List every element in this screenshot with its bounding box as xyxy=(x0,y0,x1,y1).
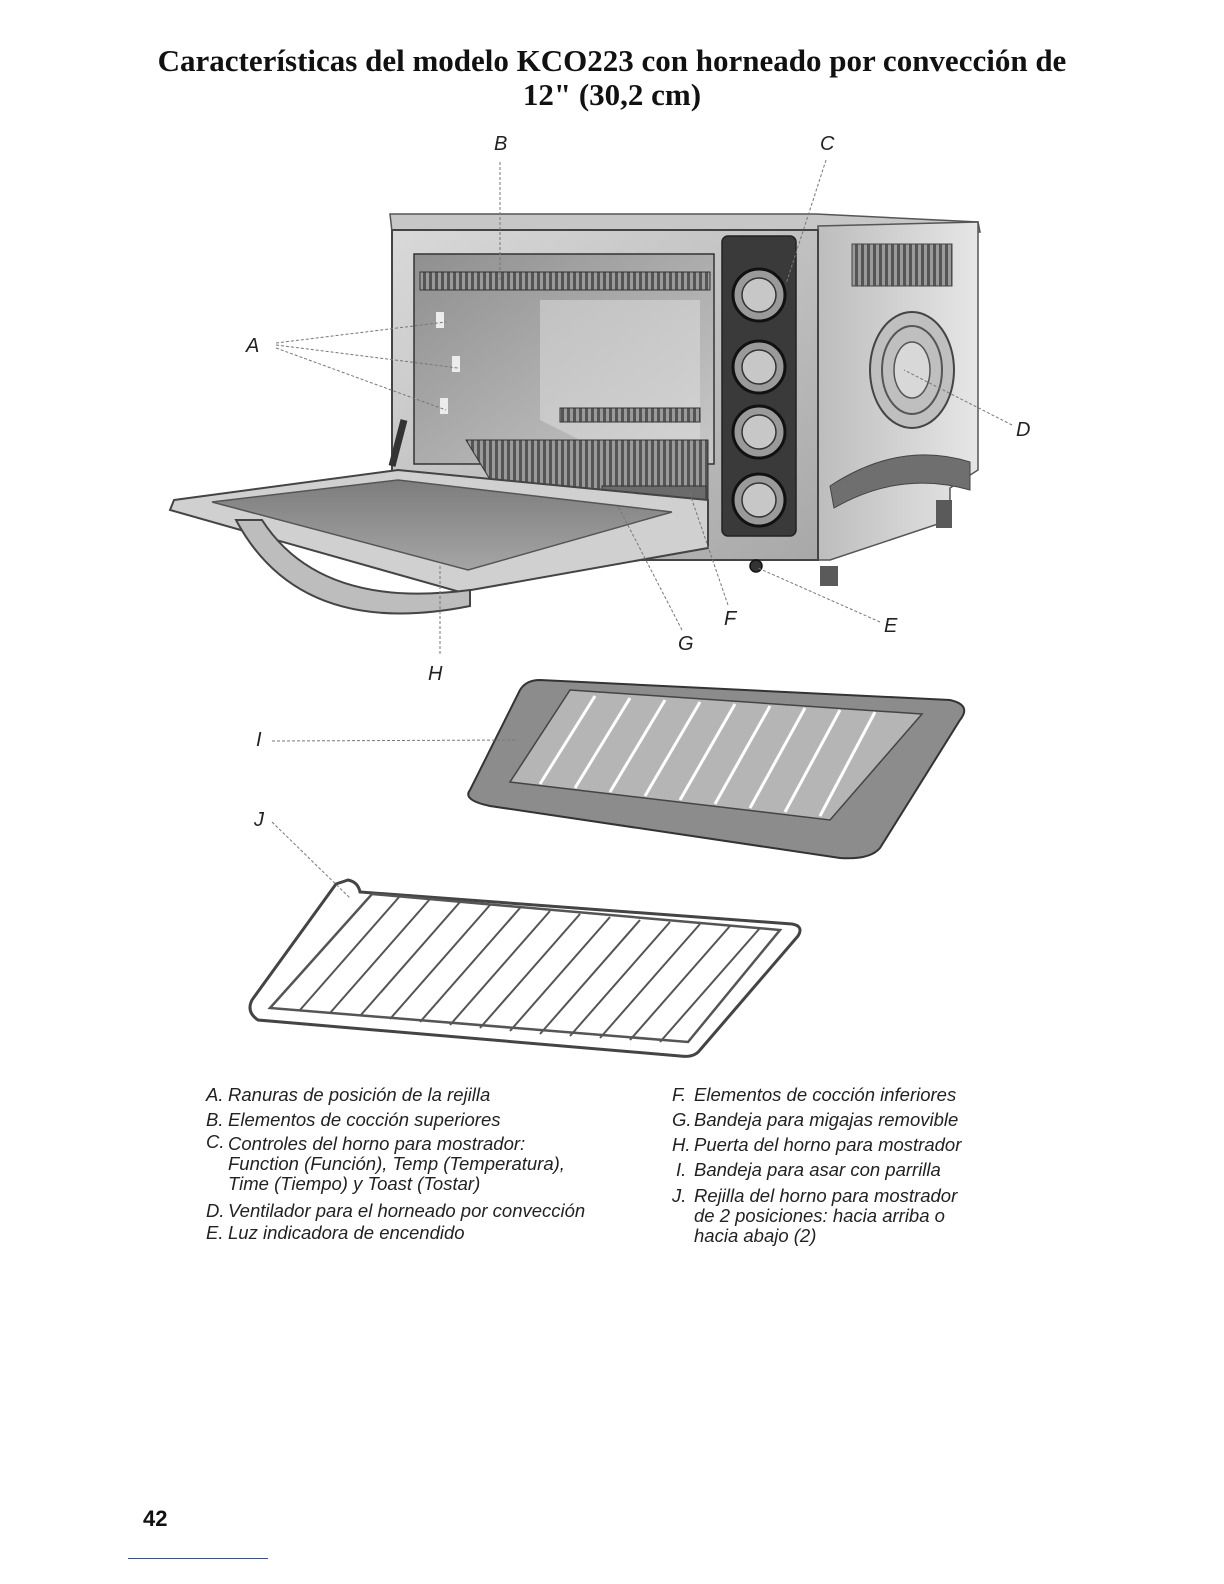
leader-lines xyxy=(271,159,1013,899)
rack-slot xyxy=(436,312,444,328)
power-light-icon xyxy=(749,559,763,573)
callout-f: F xyxy=(724,608,738,630)
oven-foot xyxy=(820,566,838,586)
callout-h: H xyxy=(428,663,443,685)
oven-illustration: B C A D E F G H I J xyxy=(168,133,1030,1058)
title-line-1: Características del modelo KCO223 con ho… xyxy=(157,43,1067,78)
callout-j: J xyxy=(253,809,265,831)
footer-rule xyxy=(128,1558,268,1559)
oven-foot xyxy=(936,500,952,528)
broiling-pan xyxy=(467,678,966,860)
legend-left: A. Ranuras de posición de la rejilla B. … xyxy=(206,1082,646,1243)
rack-slot xyxy=(452,356,460,372)
rack-slot xyxy=(440,398,448,414)
legend-item-a: A. Ranuras de posición de la rejilla xyxy=(206,1084,491,1105)
page-number: 42 xyxy=(143,1506,168,1531)
title-line-2: 12" (30,2 cm) xyxy=(522,77,702,112)
callout-c: C xyxy=(820,133,835,155)
wire-rack xyxy=(248,878,802,1058)
callout-e: E xyxy=(884,615,898,637)
legend-item-h: H. Puerta del horno para mostrador xyxy=(672,1134,962,1155)
callout-d: D xyxy=(1016,419,1030,441)
page-title: Características del modelo KCO223 con ho… xyxy=(0,44,1224,112)
legend-item-j: J. Rejilla del horno para mostrador de 2… xyxy=(672,1185,958,1246)
legend-item-g: G. Bandeja para migajas removible xyxy=(672,1109,959,1130)
callout-b: B xyxy=(494,133,507,155)
callout-a: A xyxy=(245,335,259,357)
control-knobs xyxy=(731,267,787,528)
convection-fan-icon xyxy=(869,311,955,429)
legend-right: F. Elementos de cocción inferiores G. Ba… xyxy=(672,1082,1012,1246)
door-handle xyxy=(234,519,471,615)
oven-door xyxy=(168,468,709,615)
legend-item-d: D. Ventilador para el horneado por conve… xyxy=(206,1200,586,1221)
callout-g: G xyxy=(678,633,694,655)
legend-item-b: B. Elementos de cocción superiores xyxy=(206,1109,501,1130)
legend-item-c: C. Controles del horno para mostrador: F… xyxy=(206,1131,565,1194)
callout-i: I xyxy=(256,729,262,751)
upper-heating-element xyxy=(419,271,711,291)
legend-item-f: F. Elementos de cocción inferiores xyxy=(672,1084,957,1105)
legend-item-e: E. Luz indicadora de encendido xyxy=(206,1222,465,1243)
side-vent xyxy=(851,243,953,287)
legend-item-i: I. Bandeja para asar con parrilla xyxy=(676,1159,941,1180)
